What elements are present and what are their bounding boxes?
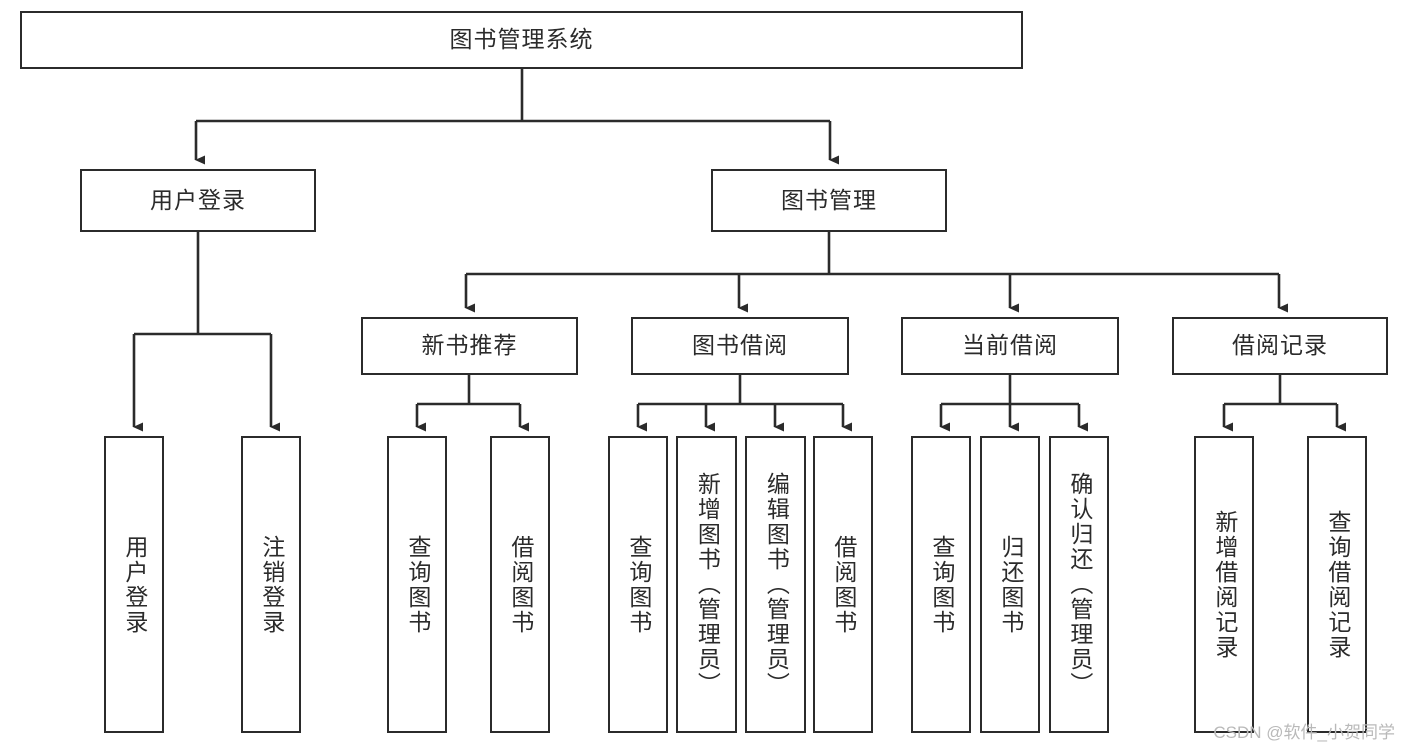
csdn-watermark: CSDN @软件_小贺同学 xyxy=(1213,723,1395,742)
node-root-label: 图书管理系统 xyxy=(449,26,594,53)
leaf-current-confirm-return-label: 确认归还（管理员） xyxy=(1066,472,1093,697)
node-book-management[interactable]: 图书管理 xyxy=(711,169,947,232)
leaf-recommend-query-book-label: 查询图书 xyxy=(404,534,431,635)
node-book-borrow[interactable]: 图书借阅 xyxy=(631,317,849,375)
leaf-recommend-query-book[interactable]: 查询图书 xyxy=(387,436,447,733)
leaf-record-add-label: 新增借阅记录 xyxy=(1211,509,1238,660)
node-borrow-record-label: 借阅记录 xyxy=(1232,332,1328,359)
leaf-record-query-label: 查询借阅记录 xyxy=(1324,509,1351,660)
leaf-borrow-edit-book[interactable]: 编辑图书（管理员） xyxy=(745,436,806,733)
leaf-record-query[interactable]: 查询借阅记录 xyxy=(1307,436,1367,733)
leaf-current-query-book-label: 查询图书 xyxy=(928,534,955,635)
leaf-record-add[interactable]: 新增借阅记录 xyxy=(1194,436,1254,733)
leaf-borrow-add-book-label: 新增图书（管理员） xyxy=(694,472,721,697)
node-current-borrow-label: 当前借阅 xyxy=(962,332,1058,359)
node-new-book-recommend[interactable]: 新书推荐 xyxy=(361,317,578,375)
leaf-current-query-book[interactable]: 查询图书 xyxy=(911,436,971,733)
node-current-borrow[interactable]: 当前借阅 xyxy=(901,317,1119,375)
node-root[interactable]: 图书管理系统 xyxy=(20,11,1023,69)
leaf-recommend-borrow-book[interactable]: 借阅图书 xyxy=(490,436,550,733)
leaf-current-return-book-label: 归还图书 xyxy=(997,534,1024,635)
node-borrow-record[interactable]: 借阅记录 xyxy=(1172,317,1388,375)
node-user-login-label: 用户登录 xyxy=(150,186,246,213)
leaf-borrow-edit-book-label: 编辑图书（管理员） xyxy=(763,472,790,697)
node-new-book-recommend-label: 新书推荐 xyxy=(421,332,518,359)
leaf-borrow-query-book-label: 查询图书 xyxy=(625,534,652,635)
leaf-borrow-query-book[interactable]: 查询图书 xyxy=(608,436,668,733)
node-user-login[interactable]: 用户登录 xyxy=(80,169,316,232)
leaf-user-login-label: 用户登录 xyxy=(121,534,148,635)
leaf-user-login[interactable]: 用户登录 xyxy=(104,436,164,733)
node-book-borrow-label: 图书借阅 xyxy=(692,332,788,359)
leaf-user-logout-label: 注销登录 xyxy=(258,534,285,635)
leaf-borrow-add-book[interactable]: 新增图书（管理员） xyxy=(676,436,737,733)
leaf-user-logout[interactable]: 注销登录 xyxy=(241,436,301,733)
leaf-borrow-borrow-book-label: 借阅图书 xyxy=(830,534,857,635)
leaf-recommend-borrow-book-label: 借阅图书 xyxy=(507,534,534,635)
node-book-management-label: 图书管理 xyxy=(781,186,877,213)
leaf-current-return-book[interactable]: 归还图书 xyxy=(980,436,1040,733)
leaf-borrow-borrow-book[interactable]: 借阅图书 xyxy=(813,436,873,733)
leaf-current-confirm-return[interactable]: 确认归还（管理员） xyxy=(1049,436,1109,733)
